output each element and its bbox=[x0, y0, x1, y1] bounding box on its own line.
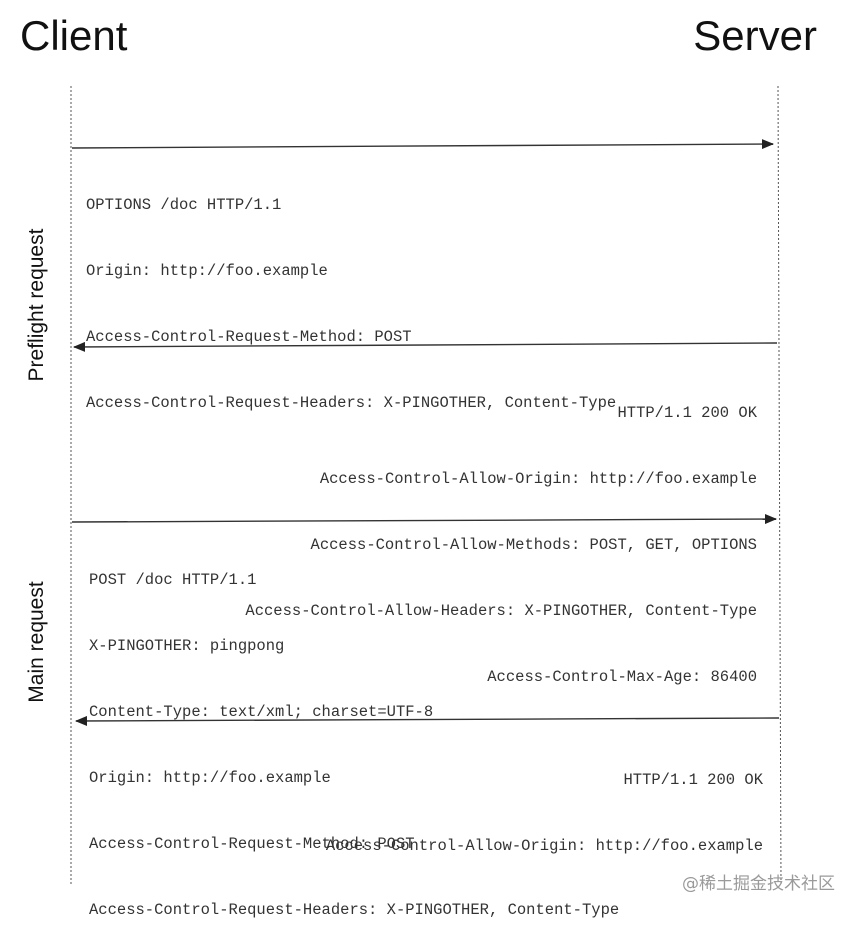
message-line: Access-Control-Request-Headers: X-PINGOT… bbox=[89, 901, 620, 919]
message-line: Access-Control-Allow-Origin: http://foo.… bbox=[319, 470, 757, 488]
message-line: Access-Control-Allow-Origin: http://foo.… bbox=[325, 837, 763, 855]
main-response-arrow bbox=[75, 715, 780, 726]
message-line: Access-Control-Request-Method: POST bbox=[89, 835, 415, 853]
message-line: Origin: http://foo.example bbox=[89, 769, 331, 787]
main-request-arrow bbox=[71, 514, 777, 525]
message-line: OPTIONS /doc HTTP/1.1 bbox=[86, 196, 282, 214]
preflight-response-arrow bbox=[73, 341, 778, 352]
watermark: @稀土掘金技术社区 bbox=[682, 874, 835, 894]
message-line: Access-Control-Max-Age: 86400 bbox=[487, 668, 757, 686]
sequence-diagram bbox=[70, 85, 782, 886]
message-line: HTTP/1.1 200 OK bbox=[623, 771, 763, 789]
message-line: Access-Control-Allow-Methods: POST, GET,… bbox=[310, 536, 757, 554]
message-line: Origin: http://foo.example bbox=[86, 262, 328, 280]
message-line: Content-Type: text/xml; charset=UTF-8 bbox=[89, 703, 434, 721]
server-title: Server bbox=[693, 12, 817, 59]
message-line: Access-Control-Request-Method: POST bbox=[86, 328, 412, 346]
message-line: POST /doc HTTP/1.1 bbox=[89, 571, 257, 589]
message-line: X-PINGOTHER: pingpong bbox=[89, 637, 285, 655]
preflight-request-message: OPTIONS /doc HTTP/1.1 Origin: http://foo… bbox=[86, 150, 616, 436]
phase-label-preflight: Preflight request bbox=[25, 228, 48, 382]
phase-label-main: Main request bbox=[25, 581, 48, 703]
message-line: Access-Control-Allow-Headers: X-PINGOTHE… bbox=[245, 602, 757, 620]
main-response-message: HTTP/1.1 200 OK Access-Control-Allow-Ori… bbox=[326, 725, 763, 879]
client-title: Client bbox=[20, 12, 128, 59]
preflight-response-message: HTTP/1.1 200 OK Access-Control-Allow-Ori… bbox=[245, 358, 757, 710]
message-line: HTTP/1.1 200 OK bbox=[617, 404, 757, 422]
server-lifeline bbox=[777, 85, 782, 886]
message-line: Access-Control-Request-Headers: X-PINGOT… bbox=[86, 394, 617, 412]
preflight-request-arrow bbox=[71, 139, 774, 150]
